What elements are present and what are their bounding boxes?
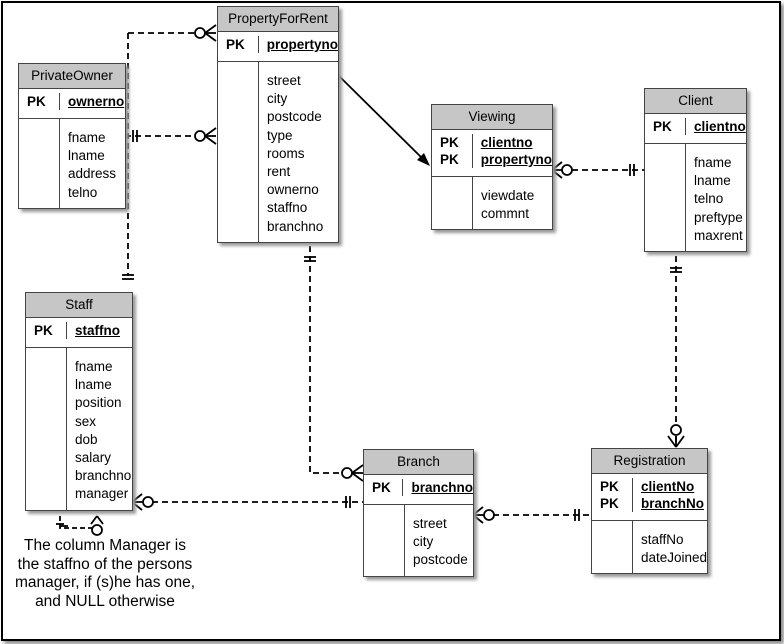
attribute-list: viewdate commnt — [473, 177, 534, 229]
entity-title: Viewing — [432, 105, 552, 130]
attribute-list: fname lname address telno — [60, 119, 116, 208]
attribute: street — [413, 516, 447, 531]
pk-label: PK — [440, 152, 459, 167]
pk-label: PK — [218, 36, 259, 53]
attribute: sex — [75, 413, 97, 429]
manager-note: The column Manager is the staffno of the… — [14, 537, 196, 611]
attribute: type — [267, 127, 293, 143]
pk-labels: PK PK — [432, 134, 473, 168]
pk-label: PK — [440, 135, 459, 150]
attribute: city — [413, 534, 434, 550]
primary-key: propertyno — [480, 152, 552, 167]
pk-label: PK — [26, 322, 67, 339]
attribute: city — [267, 91, 288, 107]
attribute-list: fname lname telno preftype maxrent — [686, 144, 743, 251]
entity-registration[interactable]: Registration PK PK clientNo branchNo sta… — [591, 448, 708, 575]
entity-propertyforrent[interactable]: PropertyForRent PK propertyno street cit… — [217, 6, 339, 243]
entity-title: PropertyForRent — [218, 7, 338, 32]
entity-privateowner[interactable]: PrivateOwner PK ownerno fname lname addr… — [18, 63, 126, 209]
primary-key: clientno — [480, 135, 533, 150]
note-line: manager, if (s)he has one, — [14, 574, 196, 591]
pk-label: PK — [364, 479, 404, 496]
attribute: lname — [68, 148, 105, 164]
attribute: fname — [694, 155, 732, 170]
primary-keys: clientNo branchNo — [633, 478, 704, 512]
entity-title: Staff — [26, 293, 132, 318]
attribute: rooms — [267, 145, 305, 161]
attribute: staffno — [267, 200, 308, 216]
entity-client[interactable]: Client PK clientno fname lname telno pre… — [644, 88, 747, 253]
attribute: salary — [75, 450, 112, 466]
primary-key: clientno — [694, 119, 746, 134]
arrowhead-viewing — [417, 153, 430, 166]
entity-staff[interactable]: Staff PK staffno fname lname position se… — [25, 292, 133, 511]
attribute: telno — [68, 184, 98, 200]
pk-label: PK — [600, 479, 619, 494]
attribute: dob — [75, 431, 98, 447]
attribute: telno — [694, 191, 724, 207]
attribute: rent — [267, 164, 291, 180]
rel-staff-manager — [59, 516, 97, 529]
attribute: commnt — [481, 206, 530, 222]
entity-branch[interactable]: Branch PK branchno street city postcode — [363, 449, 474, 577]
primary-keys: clientno propertyno — [473, 134, 552, 168]
attribute-list: street city postcode type rooms rent own… — [259, 62, 323, 242]
attribute: postcode — [267, 109, 322, 125]
attribute: postcode — [413, 552, 468, 568]
pk-label: PK — [600, 496, 619, 511]
primary-key: branchno — [411, 480, 473, 495]
attribute: street — [267, 73, 301, 88]
primary-key: ownerno — [68, 94, 125, 109]
attribute: fname — [75, 359, 113, 374]
note-line: The column Manager is — [24, 537, 186, 554]
attribute: manager — [75, 486, 129, 502]
note-line: and NULL otherwise — [35, 592, 175, 610]
attribute-list: street city postcode — [405, 505, 468, 576]
attribute: dateJoined — [640, 550, 707, 566]
note-line: the staffno of the persons — [17, 555, 193, 573]
rel-property-viewing — [337, 74, 425, 161]
attribute: branchno — [75, 468, 132, 484]
attribute: ownerno — [267, 182, 319, 198]
attribute: position — [75, 395, 122, 411]
rel-property-branch — [309, 246, 352, 474]
attribute: staffNo — [640, 532, 684, 547]
attribute: branchno — [267, 218, 324, 234]
primary-key: propertyno — [266, 37, 338, 52]
primary-key: branchNo — [641, 496, 705, 511]
attribute: preftype — [694, 209, 743, 225]
attribute: viewdate — [481, 188, 535, 203]
attribute: lname — [694, 173, 731, 189]
pk-labels: PK PK — [592, 478, 633, 512]
attribute: lname — [75, 377, 112, 393]
attribute: fname — [68, 130, 106, 145]
pk-label: PK — [645, 118, 686, 135]
attribute: maxrent — [694, 227, 743, 243]
entity-title: Branch — [364, 450, 473, 475]
entity-title: Client — [645, 89, 746, 114]
entity-title: Registration — [592, 449, 707, 474]
entity-title: PrivateOwner — [19, 64, 125, 89]
entity-viewing[interactable]: Viewing PK PK clientno propertyno viewda… — [431, 104, 553, 231]
attribute-list: staffNo dateJoined — [633, 521, 707, 573]
pk-label: PK — [19, 93, 60, 110]
attribute-list: fname lname position sex dob salary bran… — [67, 348, 131, 510]
primary-key: staffno — [75, 323, 120, 338]
primary-key: clientNo — [641, 479, 695, 494]
attribute: address — [68, 166, 117, 182]
